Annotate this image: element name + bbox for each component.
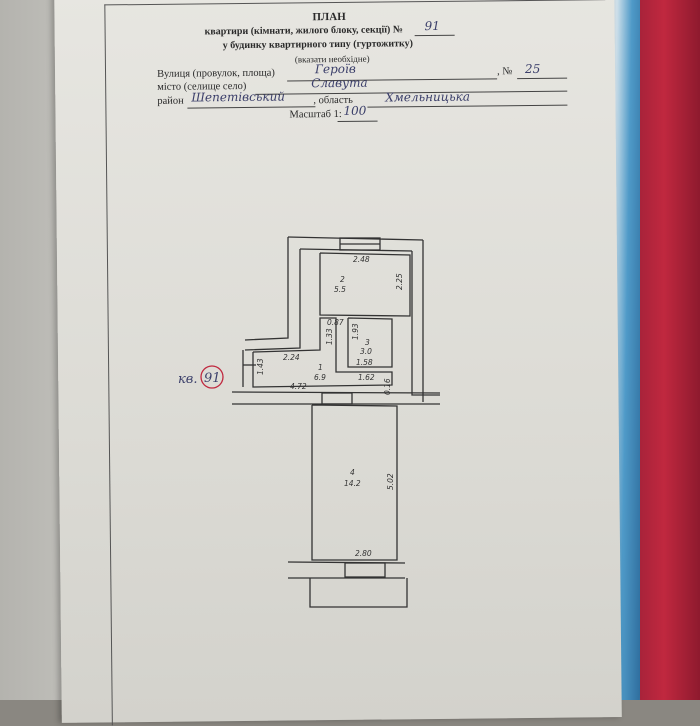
walls — [231, 236, 441, 608]
dimension: 4.72 — [290, 382, 307, 391]
room-area: 6.9 — [314, 373, 326, 382]
apartment-circle-number: 91 — [204, 371, 221, 386]
room-no: 3 — [365, 338, 370, 347]
room-no: 2 — [340, 275, 345, 284]
room-4-outline — [311, 404, 398, 561]
room-1-outline — [252, 317, 393, 388]
dimension: 2.24 — [283, 353, 300, 362]
dimension: 1.58 — [356, 358, 373, 367]
room-no: 4 — [350, 468, 355, 477]
red-carpet-background — [640, 0, 700, 700]
dimension: 0.16 — [383, 378, 392, 395]
dimension: 0.87 — [327, 318, 344, 327]
dimension: 1.62 — [358, 373, 375, 382]
apartment-label: кв. — [178, 372, 197, 387]
room-no: 1 — [318, 363, 323, 372]
balcony — [309, 578, 408, 608]
room-3-outline — [347, 317, 393, 368]
dimension: 2.80 — [355, 549, 372, 558]
dimension: 1.93 — [351, 323, 360, 340]
room-2-outline — [319, 252, 411, 317]
dimension: 2.48 — [353, 255, 370, 264]
dimension: 1.33 — [325, 328, 334, 345]
room-area: 3.0 — [360, 347, 372, 356]
room-area: 5.5 — [334, 285, 346, 294]
floor-plan: 2 5.5 3 3.0 1 6.9 4 14.2 2.48 2.25 0.87 … — [178, 236, 441, 608]
dimension: 1.43 — [256, 358, 265, 375]
dimension: 2.25 — [395, 273, 404, 290]
apartment-circle — [200, 365, 224, 389]
room-area: 14.2 — [344, 479, 361, 488]
dimension: 5.02 — [386, 473, 395, 490]
